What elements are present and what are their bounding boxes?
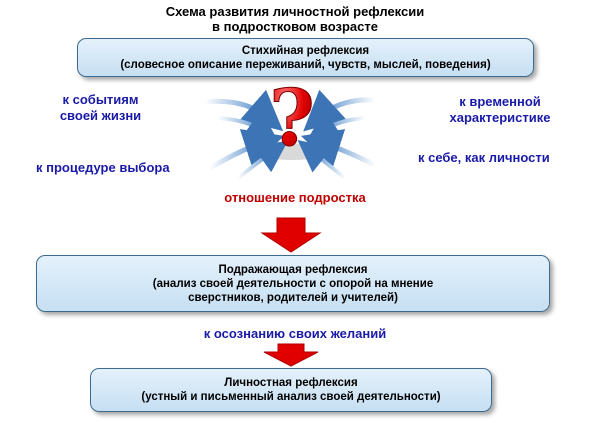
arrow-left-upper — [202, 89, 284, 132]
stage-title: Личностная рефлексия — [224, 377, 358, 389]
arrow-left-middle — [216, 109, 279, 142]
direction-label: характеристике — [449, 110, 551, 125]
stage-description-line-2: сверстников, родителей и учителей) — [188, 291, 398, 304]
direction-life-events: к событиям своей жизни — [38, 92, 163, 124]
direction-label: к временной — [459, 94, 541, 109]
arrow-left-bottom — [236, 140, 289, 180]
arrow-right-upper — [303, 89, 378, 132]
arrow-right-middle — [306, 109, 367, 141]
stage-title: Подражающая рефлексия — [218, 263, 368, 276]
stage-description: (словесное описание переживаний, чувств,… — [120, 58, 491, 71]
direction-choice-procedure: к процедуре выбора — [36, 160, 170, 175]
diagram-title: Схема развития личностной рефлексии в по… — [0, 4, 590, 34]
direction-self-as-person: к себе, как личности — [418, 150, 550, 165]
direction-label: своей жизни — [59, 108, 142, 123]
stage-box-imitative: Подражающая рефлексия (анализ своей деят… — [36, 255, 550, 312]
stage-description-line-1: (анализ своей деятельности с опорой на м… — [152, 277, 434, 290]
direction-time-characteristic: к временной характеристике — [425, 94, 575, 126]
transition-label: к осознанию своих желаний — [203, 326, 387, 341]
stage-box-spontaneous: Стихийная рефлексия (словесное описание … — [77, 38, 534, 77]
question-mark-icon: ? — [269, 73, 315, 164]
direction-label: к событиям — [62, 92, 139, 107]
red-down-arrow-icon — [263, 343, 319, 367]
stage-title: Стихийная рефлексия — [241, 44, 370, 57]
stage-box-personal: Личностная рефлексия (устный и письменны… — [90, 368, 492, 412]
title-line-1: Схема развития личностной рефлексии — [165, 4, 425, 19]
attitude-label: отношение подростка — [224, 190, 366, 205]
stage-description: (устный и письменный анализ своей деятел… — [141, 391, 441, 403]
red-down-arrow-icon — [260, 217, 322, 253]
title-line-2: в подростковом возрасте — [212, 19, 378, 34]
arrow-right-bottom — [297, 140, 347, 180]
